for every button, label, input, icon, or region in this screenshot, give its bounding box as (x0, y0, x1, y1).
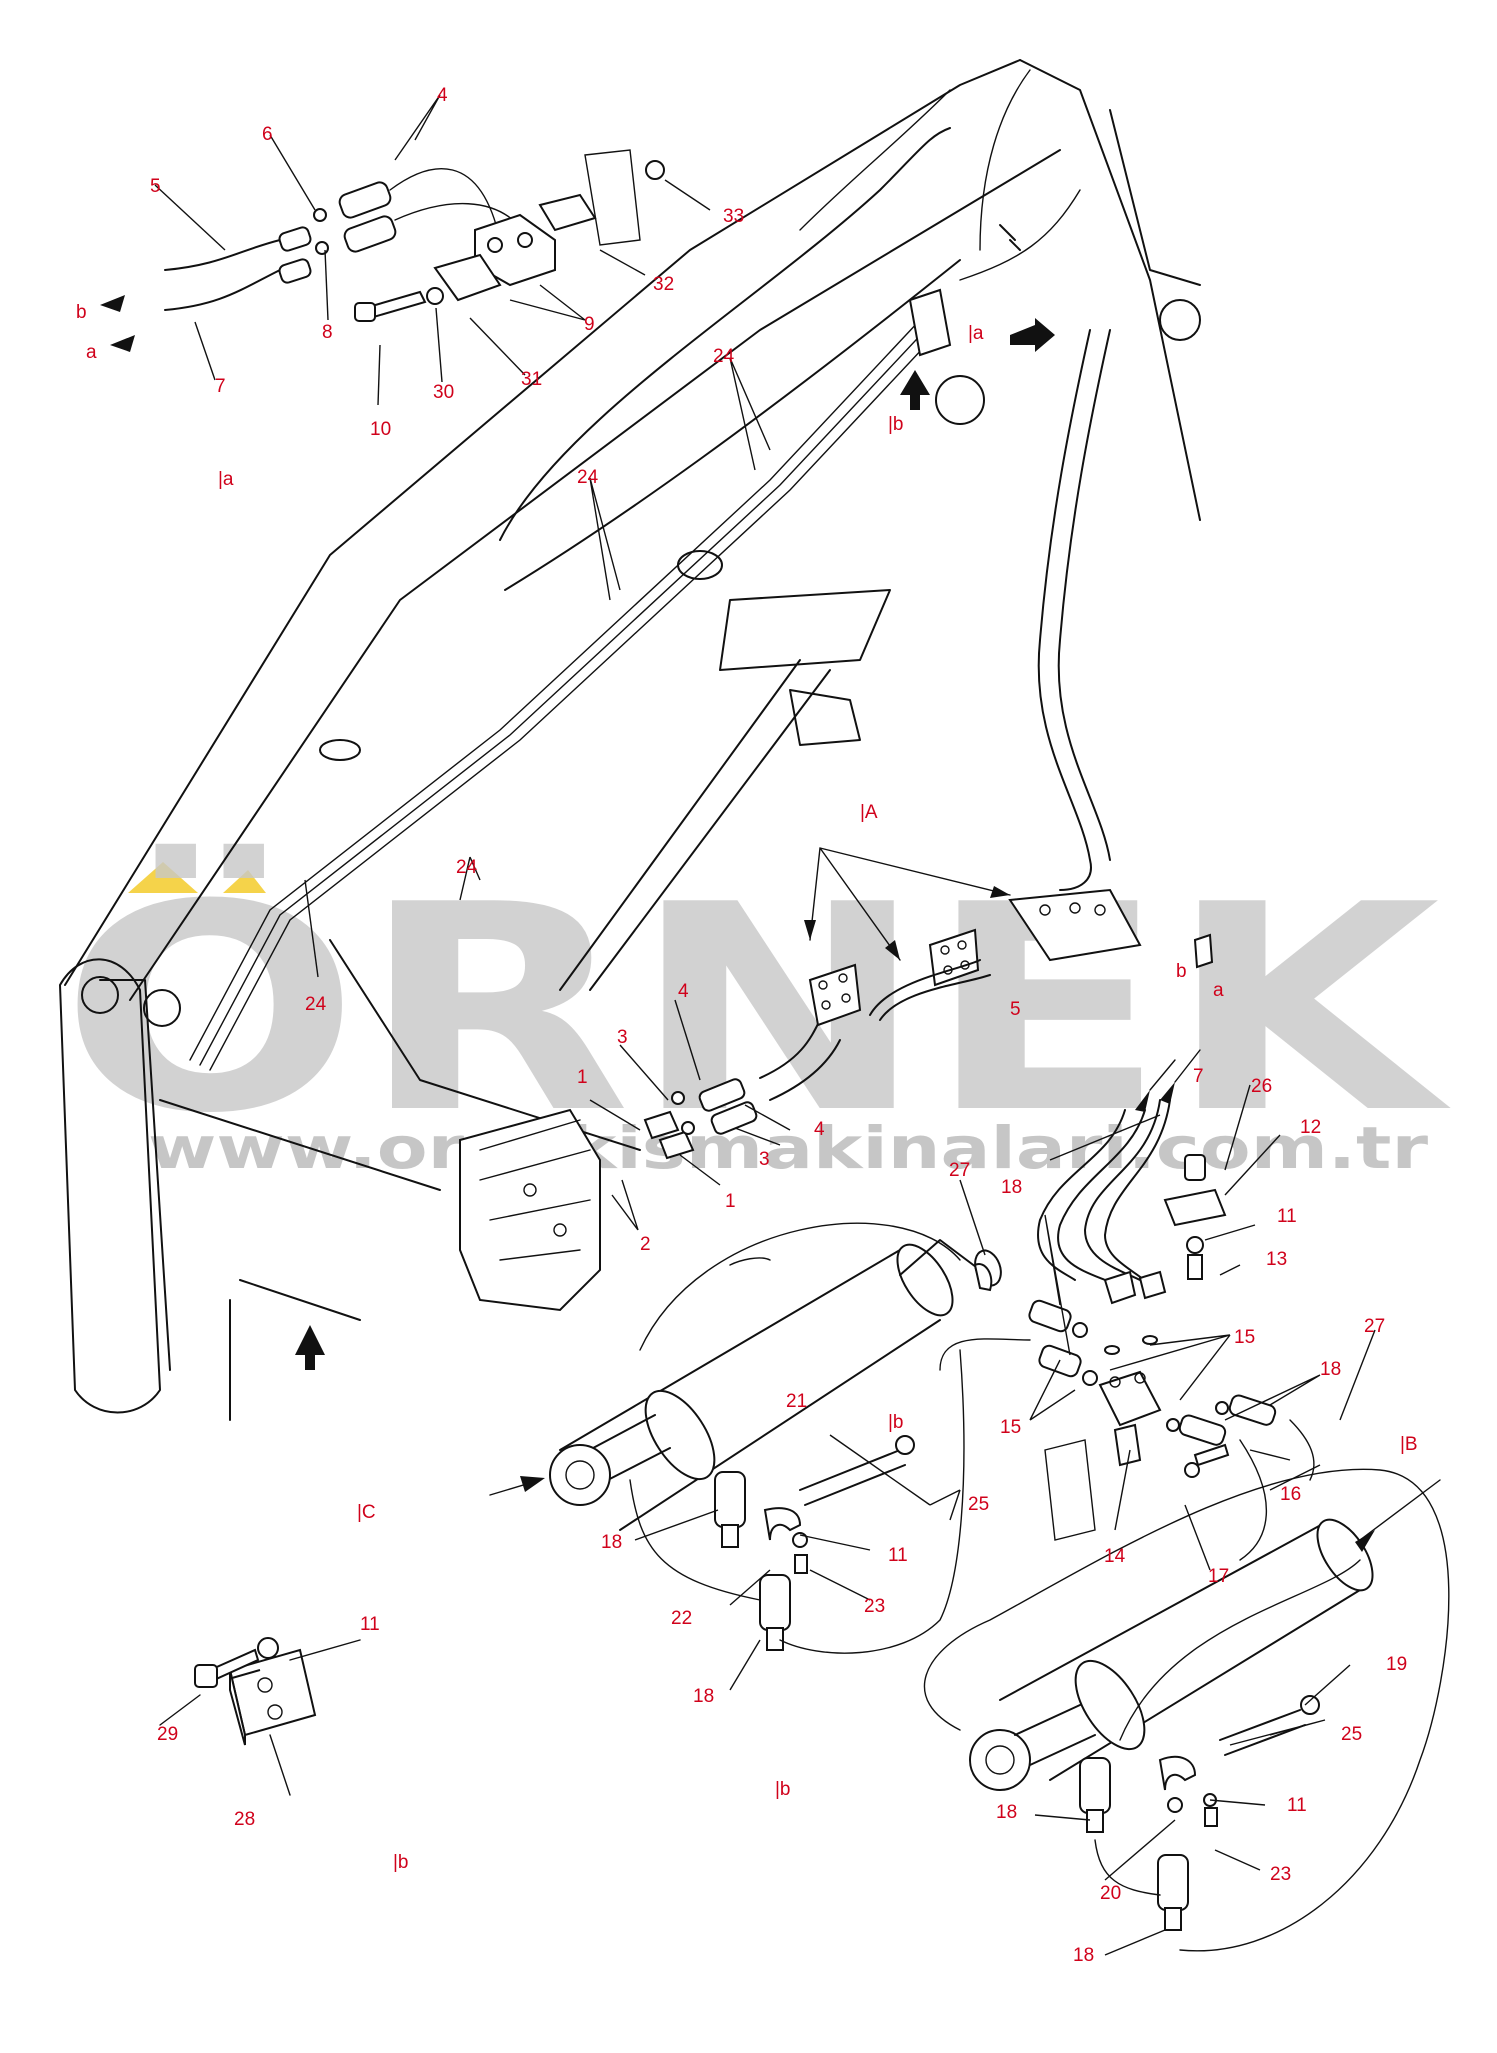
ref-label-b: |b (888, 1412, 904, 1433)
watermark: ÖRNEK www.ornekismakinalari.com.tr (60, 841, 1453, 1182)
part-label-13: 13 (1266, 1249, 1287, 1270)
watermark-accent-triangle (128, 862, 198, 893)
part-label-7: 7 (215, 376, 226, 397)
part-label-23: 23 (864, 1596, 885, 1617)
part-label-4: 4 (814, 1119, 825, 1140)
control-valve (459, 847, 1142, 1312)
part-label-30: 30 (433, 382, 454, 403)
part-label-11: 11 (360, 1614, 380, 1635)
part-label-24: 24 (713, 346, 735, 367)
watermark-url: www.ornekismakinalari.com.tr (148, 1114, 1428, 1182)
part-label-11: 11 (1287, 1795, 1307, 1816)
part-label-6: 6 (262, 124, 273, 145)
ref-label-b: |b (775, 1779, 791, 1800)
watermark-accent-triangle (223, 870, 266, 893)
part-label-4: 4 (678, 981, 689, 1002)
watermark-brand: ÖRNEK (60, 841, 1453, 1176)
part-label-20: 20 (1100, 1883, 1121, 1904)
part-label-4: 4 (437, 85, 448, 106)
part-label-29: 29 (157, 1724, 178, 1745)
upper-fittings (100, 149, 665, 352)
part-label-21: 21 (786, 1391, 807, 1412)
direction-label-b: b (76, 302, 87, 323)
part-label-27: 27 (1364, 1316, 1385, 1337)
part-label-26: 26 (1251, 1076, 1272, 1097)
part-label-15: 15 (1234, 1327, 1255, 1348)
part-label-2: 2 (640, 1234, 651, 1255)
part-label-32: 32 (653, 274, 674, 295)
part-label-18: 18 (1320, 1359, 1341, 1380)
part-label-12: 12 (1300, 1117, 1321, 1138)
direction-label-a: a (86, 342, 97, 363)
part-labels: 4 6 5 8 b a 7 33 32 9 31 30 10 |a |a |b … (76, 85, 1418, 1966)
part-label-15: 15 (1000, 1417, 1021, 1438)
part-label-28: 28 (234, 1809, 255, 1830)
part-label-27: 27 (949, 1160, 970, 1181)
part-label-23: 23 (1270, 1864, 1291, 1885)
ref-label-b: |b (393, 1852, 409, 1873)
part-label-16: 16 (1280, 1484, 1301, 1505)
part-label-17: 17 (1208, 1566, 1229, 1587)
ref-label-a: |a (218, 469, 234, 490)
part-label-24: 24 (456, 857, 478, 878)
part-label-11: 11 (888, 1545, 908, 1566)
block-detail (159, 1637, 361, 1796)
part-label-18: 18 (1001, 1177, 1022, 1198)
part-label-1: 1 (725, 1191, 736, 1212)
part-label-3: 3 (759, 1149, 770, 1170)
ref-label-C: |C (357, 1502, 376, 1523)
part-label-11: 11 (1277, 1206, 1297, 1227)
part-label-18: 18 (693, 1686, 714, 1707)
part-label-5: 5 (150, 176, 161, 197)
ref-label-b: |b (888, 414, 904, 435)
arm-hoses (189, 189, 1111, 1071)
part-label-25: 25 (968, 1494, 989, 1515)
callout-lines (154, 94, 1376, 1956)
part-label-24: 24 (305, 994, 327, 1015)
direction-label-a: a (1213, 980, 1224, 1001)
part-label-31: 31 (521, 369, 542, 390)
ref-label-A: |A (860, 802, 878, 823)
part-label-8: 8 (322, 322, 333, 343)
part-label-33: 33 (723, 206, 744, 227)
ref-label-B: |B (1400, 1434, 1418, 1455)
part-label-18: 18 (996, 1802, 1017, 1823)
part-label-7: 7 (1193, 1066, 1204, 1087)
part-label-5: 5 (1010, 999, 1021, 1020)
ref-label-a: |a (968, 323, 984, 344)
section-arrow-b (295, 1325, 325, 1370)
part-label-9: 9 (584, 314, 595, 335)
part-label-25: 25 (1341, 1724, 1362, 1745)
part-label-1: 1 (577, 1067, 588, 1088)
part-label-18: 18 (601, 1532, 622, 1553)
part-label-19: 19 (1386, 1654, 1407, 1675)
part-label-22: 22 (671, 1608, 692, 1629)
right-cylinder (923, 1468, 1450, 1952)
direction-label-b: b (1176, 961, 1187, 982)
part-label-3: 3 (617, 1027, 628, 1048)
loader-arm (59, 59, 1201, 1421)
part-label-18: 18 (1073, 1945, 1094, 1966)
part-label-14: 14 (1104, 1546, 1126, 1567)
left-cylinder (489, 1222, 993, 1654)
upper-right-block (900, 224, 1055, 410)
part-label-24: 24 (577, 467, 599, 488)
part-label-10: 10 (370, 419, 391, 440)
